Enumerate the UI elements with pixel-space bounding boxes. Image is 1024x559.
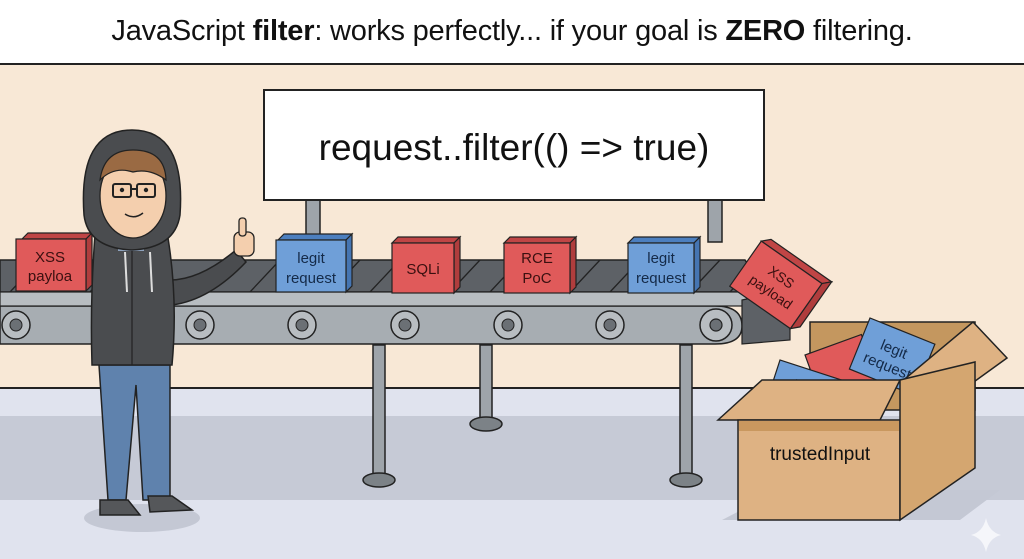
trusted-input-box: legit legit request trustedInput [716, 317, 1009, 522]
item-label: request [286, 270, 337, 287]
caption-text: JavaScript [111, 15, 253, 47]
item-label: legit [297, 250, 325, 267]
caption-text: filtering. [805, 15, 913, 47]
sparkle-icon [971, 518, 1001, 552]
item-label: legit [647, 250, 675, 267]
thumbs-up-icon [233, 217, 255, 257]
falling-item-xss: XSS payload [728, 238, 834, 330]
conveyor-item-legit-2: legit request [626, 235, 702, 295]
caption: JavaScript filter: works perfectly... if… [111, 15, 912, 48]
caption-bold-filter: filter [252, 15, 315, 47]
item-label: XSS [35, 249, 65, 266]
hair [99, 149, 167, 182]
sign-post-right [707, 199, 723, 243]
conveyor-rollers [1, 310, 625, 340]
item-label: PoC [522, 270, 551, 287]
caption-text: : works perfectly... if your goal is [314, 15, 726, 47]
box-label: trustedInput [770, 444, 871, 465]
glasses-icon [112, 183, 156, 198]
item-label: RCE [521, 250, 553, 267]
item-label: request [636, 270, 687, 287]
shoe-icon [99, 499, 142, 516]
conveyor-item-sqli: SQLi [390, 235, 462, 295]
item-label: payloa [28, 268, 73, 285]
illustration: request..filter(() => true) [0, 63, 1024, 559]
caption-bold-zero: ZERO [725, 15, 806, 47]
hoodie-person [82, 129, 255, 532]
caption-bar: JavaScript filter: works perfectly... if… [0, 0, 1024, 63]
item-label: SQLi [406, 261, 439, 278]
conveyor-item-rce: RCE PoC [502, 235, 578, 295]
conveyor-item-legit-1: legit request [275, 232, 354, 294]
conveyor-legs [362, 344, 703, 488]
filter-sign: request..filter(() => true) [263, 89, 765, 201]
shoe-icon [147, 495, 195, 513]
sign-code: request..filter(() => true) [319, 127, 710, 168]
conveyor-item-xss: XSS payloa [15, 231, 94, 293]
